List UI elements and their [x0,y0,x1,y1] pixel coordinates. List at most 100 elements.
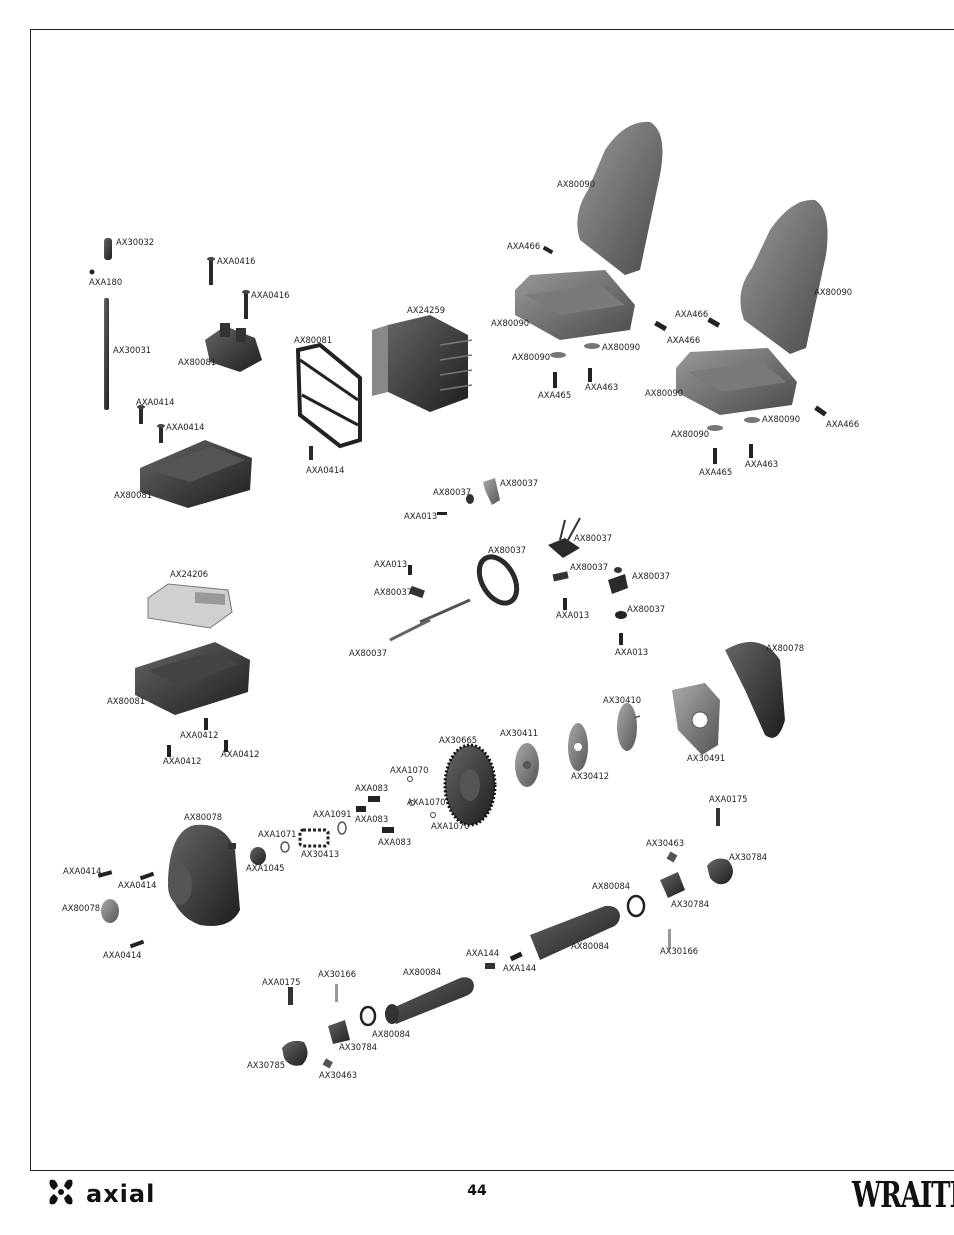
label-AX80037-9: AX80037 [349,648,387,658]
block-ax24259 [372,315,473,412]
antenna-tube-part [89,238,112,410]
seat-hardware [542,245,827,464]
label-AX30491: AX30491 [687,753,725,763]
label-AXA0414-6: AXA0414 [103,950,142,960]
driveshaft-ax80084-left [282,977,474,1069]
label-AX80078-3: AX80078 [62,903,100,913]
collet-axa1045 [250,847,266,865]
label-AXA0416-2: AXA0416 [251,290,290,300]
label-AX80037-2: AX80037 [433,487,471,497]
interior-parts-ax80037 [389,478,628,645]
label-AX80090-4: AX80090 [602,342,640,352]
label-AXA465-2: AXA465 [699,467,732,477]
label-AXA0414-2: AXA0414 [166,422,205,432]
label-AX30665: AX30665 [439,735,477,745]
disc-ax30412 [568,723,588,771]
label-AXA0414-5: AXA0414 [118,880,157,890]
label-AX80090-1: AX80090 [557,179,595,189]
part-labels: AX30032 AXA180 AXA0416 AXA0416 AX30031 A… [62,179,859,1080]
label-AX80037-8: AX80037 [627,604,665,614]
label-AX80037-3: AX80037 [574,533,612,543]
label-AX80084-4: AX80084 [372,1029,410,1039]
label-AXA0412-2: AXA0412 [221,749,260,759]
label-AXA083-3: AXA083 [378,837,411,847]
label-AXA1071: AXA1071 [258,829,297,839]
label-AXA0412-3: AXA0412 [163,756,202,766]
gear-ax30665 [443,743,497,827]
label-AX30411: AX30411 [500,728,538,738]
label-AX80037-4: AX80037 [488,545,526,555]
label-AXA466-2: AXA466 [675,309,708,319]
label-AX80084-2: AX80084 [571,941,609,951]
label-AX80081-4: AX80081 [107,696,145,706]
label-AX24206: AX24206 [170,569,208,579]
label-AX80078-1: AX80078 [766,643,804,653]
label-AXA013-3: AXA013 [556,610,589,620]
page-number: 44 [467,1183,487,1199]
seat-ax80090-right [676,199,828,415]
label-AXA0414-1: AXA0414 [136,397,175,407]
label-AXA0412-1: AXA0412 [180,730,219,740]
label-AX80084-1: AX80084 [592,881,630,891]
label-AXA083-1: AXA083 [355,783,388,793]
label-AX30463-1: AX30463 [646,838,684,848]
label-AX30784-2: AX30784 [671,899,709,909]
label-AX30166-2: AX30166 [318,969,356,979]
seat-ax80090-left [515,121,663,340]
label-AX80090-7: AX80090 [762,414,800,424]
label-AX24259: AX24259 [407,305,445,315]
label-AX80090-2: AX80090 [491,318,529,328]
label-AXA0414-4: AXA0414 [63,866,102,876]
label-AX80081-3: AX80081 [114,490,152,500]
box-ax80081-top [140,440,252,508]
label-AX30412: AX30412 [571,771,609,781]
small-hardware-group [280,776,436,853]
label-AX30463-2: AX30463 [319,1070,357,1080]
label-AX80084-3: AX80084 [403,967,441,977]
label-AXA1045: AXA1045 [246,863,285,873]
screw-axa0416 [207,257,250,319]
label-AX30784-3: AX30784 [339,1042,377,1052]
cover-ax80078-right [725,642,785,738]
label-AX80081-1: AX80081 [178,357,216,367]
product-logo: WRAITH [852,1176,954,1217]
label-AXA0414-3: AXA0414 [306,465,345,475]
cover-ax80078-left [168,824,240,926]
label-AX80037-1: AX80037 [500,478,538,488]
label-AX80090-8: AX80090 [671,429,709,439]
label-AXA013-1: AXA013 [404,511,437,521]
screw-axa0414-pair [137,405,165,443]
label-AXA466-3: AXA466 [667,335,700,345]
label-AX80090-5: AX80090 [814,287,852,297]
screws-axa0414-drive [97,870,155,949]
bracket-ax80081 [295,342,362,460]
mount-ax80081-small [205,323,262,372]
label-AX30031: AX30031 [113,345,151,355]
label-AXA0416-1: AXA0416 [217,256,256,266]
driveshaft-ax80084-right [485,808,733,969]
brand-wordmark: axial [86,1180,156,1208]
label-AX30784-1: AX30784 [729,852,767,862]
label-AXA180: AXA180 [89,277,122,287]
label-AXA1091: AXA1091 [313,809,352,819]
label-AXA1070-2: AXA1070 [407,797,446,807]
label-AX80090-3: AX80090 [512,352,550,362]
label-AXA1070-1: AXA1070 [390,765,429,775]
label-AX30166-1: AX30166 [660,946,698,956]
label-AX80037-5: AX80037 [570,562,608,572]
label-AXA1070-3: AXA1070 [431,821,470,831]
label-AXA466-1: AXA466 [507,241,540,251]
box-ax80081-bottom [135,642,250,757]
label-AXA0175-2: AXA0175 [262,977,301,987]
label-AXA013-4: AXA013 [615,647,648,657]
hub-ax30411 [515,743,539,787]
label-AX80037-7: AX80037 [374,587,412,597]
label-AX80081-2: AX80081 [294,335,332,345]
spring-ax30413 [298,828,330,848]
cap-ax80078-small [101,899,119,923]
label-AX30410: AX30410 [603,695,641,705]
label-AXA0175-1: AXA0175 [709,794,748,804]
label-AXA463-1: AXA463 [585,382,618,392]
label-AX30785: AX30785 [247,1060,285,1070]
